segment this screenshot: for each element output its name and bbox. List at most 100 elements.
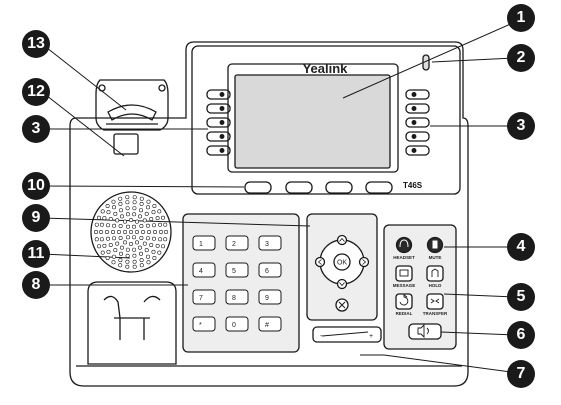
speaker-hole <box>164 230 169 235</box>
speaker-hole <box>100 209 105 214</box>
speaker-hole <box>115 218 120 223</box>
speaker-hole <box>111 260 116 265</box>
speaker-hole <box>135 240 140 245</box>
speaker-hole <box>132 200 137 205</box>
brand-logo: Yealink <box>302 61 348 76</box>
feature-key-icons <box>399 239 438 249</box>
speaker-hole <box>144 248 149 253</box>
keypad-key <box>192 316 216 332</box>
function-key-label: MUTE <box>429 255 442 260</box>
callout-2: 2 <box>507 44 535 72</box>
volume-minus-label: - <box>320 333 323 340</box>
speaker-hole <box>99 237 104 242</box>
display-housing <box>191 45 461 195</box>
speaker-hole <box>99 230 104 235</box>
speaker-hole <box>113 211 118 216</box>
speaker-hole <box>132 206 137 211</box>
callout-3-left: 3 <box>22 115 50 143</box>
speaker-hole <box>132 253 137 258</box>
speaker-hole <box>152 223 157 228</box>
headset-icon <box>399 239 409 248</box>
speaker-hole <box>123 240 128 245</box>
hookswitch <box>95 79 169 131</box>
speaker-hole <box>113 248 118 253</box>
speaker-hole <box>118 236 123 241</box>
speaker-hole <box>118 224 123 229</box>
nav-up-key <box>336 234 348 246</box>
speaker-hole <box>125 200 130 205</box>
feature-keys <box>395 236 444 310</box>
volume-key <box>312 326 382 343</box>
leader-lines <box>41 21 519 374</box>
speaker-hole <box>145 223 150 228</box>
speaker-hole <box>163 222 168 227</box>
speaker-hole <box>126 224 131 229</box>
right-line-keys <box>405 89 430 156</box>
speaker-hole <box>108 243 113 248</box>
speaker-hole <box>118 263 123 268</box>
speaker-hole <box>94 222 99 227</box>
speaker-hole <box>132 264 137 269</box>
speaker-hole <box>102 216 107 221</box>
speaker-hole <box>147 230 152 235</box>
keypad-key <box>192 289 216 305</box>
speaker-hole <box>139 263 144 268</box>
volume-plus-label: + <box>369 333 373 340</box>
keypad-key-label: # <box>265 322 269 329</box>
speaker-hole <box>106 223 111 228</box>
speaker-hole <box>141 230 146 235</box>
keypad-key-label: 6 <box>265 268 269 275</box>
redial-icon <box>399 294 409 306</box>
speaker-hole <box>111 199 116 204</box>
speaker-hole <box>146 254 151 259</box>
speaker-hole <box>151 249 156 254</box>
keypad-key-label: 0 <box>232 322 236 329</box>
speaker-icon <box>417 323 429 339</box>
keypad-key <box>258 262 282 278</box>
speaker-hole <box>139 236 144 241</box>
mute-icon <box>432 240 438 249</box>
speaker-hole <box>102 243 107 248</box>
keypad-key-label: 7 <box>199 295 203 302</box>
speaker-hole <box>132 195 137 200</box>
keypad-key <box>258 235 282 251</box>
left-line-keys <box>206 89 231 156</box>
speaker-hole <box>129 242 134 247</box>
keypad-key <box>225 262 249 278</box>
speaker-hole <box>135 230 140 235</box>
callout-3-right: 3 <box>507 112 535 140</box>
speaker-hole <box>132 212 137 217</box>
speaker-hole <box>157 250 162 255</box>
speaker-hole <box>112 236 117 241</box>
keypad-key <box>225 289 249 305</box>
keypad-key <box>225 235 249 251</box>
speaker-hole <box>119 208 124 213</box>
callout-6: 6 <box>507 321 535 349</box>
speaker-hole <box>129 218 134 223</box>
feature-key-panel <box>383 224 457 350</box>
speaker-hole <box>123 230 128 235</box>
speaker-hole <box>94 230 99 235</box>
speaker-hole <box>142 218 147 223</box>
speaker-hole <box>105 255 110 260</box>
speaker-hole <box>106 236 111 241</box>
speaker-hole <box>105 230 110 235</box>
speaker-hole <box>138 214 143 219</box>
function-key-label: HOLD <box>429 283 442 288</box>
speaker-hole <box>158 222 163 227</box>
speaker-hole <box>125 195 130 200</box>
speaker-hole <box>132 224 137 229</box>
callout-12: 12 <box>22 78 50 106</box>
handset-cradle <box>87 281 177 365</box>
speaker-hole <box>115 241 120 246</box>
nav-left-key <box>314 256 326 268</box>
speaker-hole <box>112 254 117 259</box>
speaker-hole <box>139 251 144 256</box>
callout-11: 11 <box>22 240 50 268</box>
speaker-hole <box>139 201 144 206</box>
soft-keys <box>244 181 393 194</box>
speaker-hole <box>94 237 99 242</box>
speaker-hole <box>118 201 123 206</box>
speaker-hole <box>132 259 137 264</box>
